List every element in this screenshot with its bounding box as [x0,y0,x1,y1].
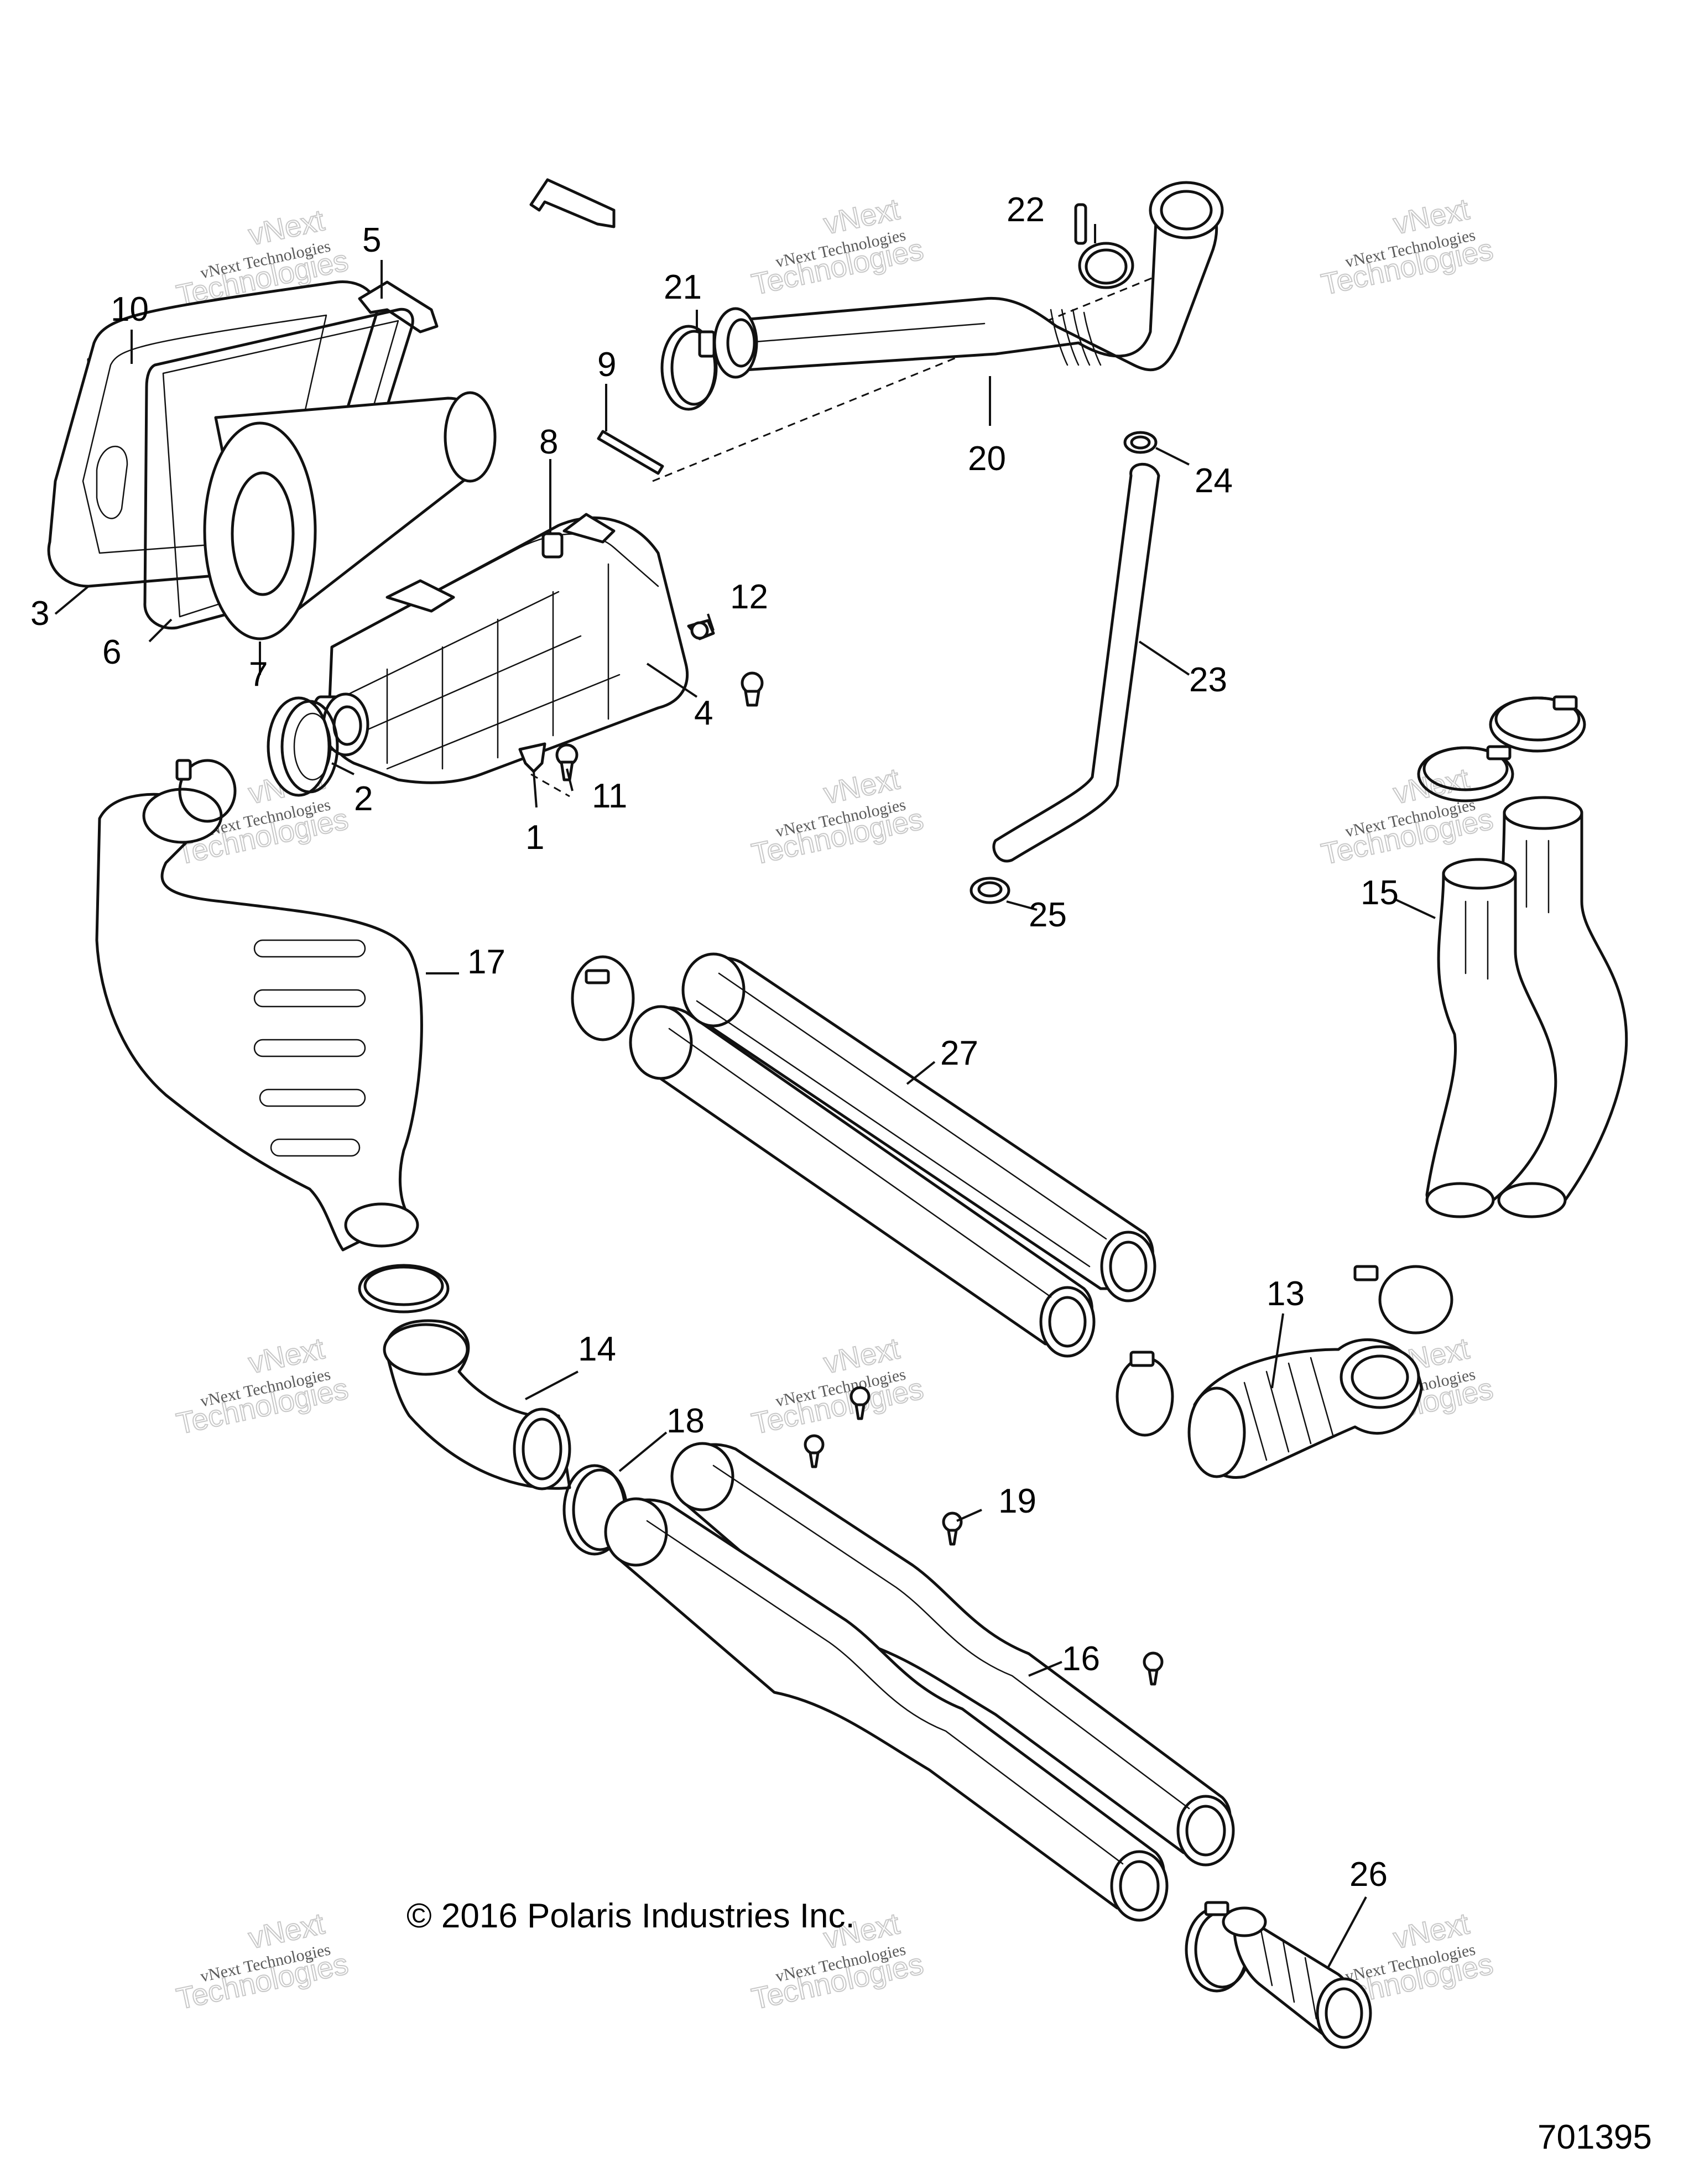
label-part-10: 10 [111,290,149,329]
part-19-screw-a[interactable] [850,1386,871,1420]
label-part-12: 12 [730,578,768,616]
label-part-2: 2 [354,780,373,818]
bracket-top[interactable] [529,178,616,228]
part-19-screw-b[interactable] [804,1434,825,1468]
part-1-fastener[interactable] [518,742,546,773]
part-23-hose[interactable] [992,462,1160,863]
label-part-17: 17 [467,943,505,981]
watermark-5: Technologies vNext vNext Technologies [748,762,927,872]
label-part-19: 19 [998,1482,1036,1520]
label-part-16: 16 [1062,1640,1100,1678]
part-13-bellows[interactable] [1187,1338,1423,1479]
clamp-bellows-13-right[interactable] [1353,1265,1453,1335]
part-12-grommet[interactable] [741,671,764,707]
watermark-8: Technologies vNext vNext Technologies [748,1331,927,1441]
part-11-fastener[interactable] [555,743,579,781]
label-part-6: 6 [102,633,121,671]
label-part-7: 7 [249,655,268,694]
label-part-3: 3 [30,595,49,633]
part-22-clamp[interactable] [1074,203,1134,289]
part-27-twin-tube[interactable] [629,952,1156,1358]
part-14-elbow[interactable] [383,1319,571,1490]
watermark-3: Technologies vNext vNext Technologies [1318,192,1497,302]
label-part-23: 23 [1189,661,1227,699]
part-21-clamp[interactable] [660,325,718,411]
label-part-24: 24 [1195,462,1233,500]
label-part-27: 27 [940,1034,978,1072]
label-part-1: 1 [525,819,544,857]
label-part-21: 21 [664,268,702,306]
leader-lines [54,224,1436,1969]
label-part-15: 15 [1361,874,1399,912]
part-12-screw[interactable] [687,619,715,640]
drawing-number: 701395 [1538,2118,1652,2156]
part-5-bracket[interactable] [358,280,439,333]
part-17-duct[interactable] [95,788,423,1252]
clamp-tube-27-right[interactable] [1116,1351,1174,1437]
alignment-line-fasteners [530,773,570,798]
watermark-10: Technologies vNext vNext Technologies [173,1906,352,2016]
label-part-8: 8 [539,423,558,461]
part-19-screw-d[interactable] [1143,1651,1164,1686]
part-19-screw-c[interactable] [942,1511,963,1546]
clamp-duct-17-top[interactable] [175,759,237,823]
part-9-pin[interactable] [597,430,664,475]
label-part-13: 13 [1267,1275,1305,1313]
label-part-5: 5 [362,221,381,259]
label-part-14: 14 [578,1330,616,1368]
label-part-22: 22 [1007,191,1045,229]
clamp-part-15-lower[interactable] [1417,745,1514,802]
label-part-25: 25 [1029,896,1067,934]
part-24-clamp[interactable] [1123,431,1158,454]
part-8-clip[interactable] [541,532,564,559]
watermark-7: Technologies vNext vNext Technologies [173,1331,352,1441]
part-20-intake-duct[interactable] [713,181,1224,379]
clamp-tube-27-left[interactable] [571,955,635,1041]
label-part-4: 4 [694,694,713,732]
part-25-clamp[interactable] [970,877,1010,904]
watermark-2: Technologies vNext vNext Technologies [748,192,927,302]
watermark-6: Technologies vNext vNext Technologies [1318,762,1497,872]
label-part-20: 20 [968,440,1006,478]
label-part-26: 26 [1349,1855,1388,1894]
label-part-18: 18 [666,1402,705,1440]
part-16-twin-tube[interactable] [604,1442,1235,1922]
label-part-11: 11 [592,777,627,815]
part-15-twin-duct[interactable] [1425,796,1628,1218]
part-2-clamp[interactable] [267,696,339,797]
part-26-coupler[interactable] [1222,1906,1372,2049]
alignment-line-airbox-to-duct [652,275,1156,482]
part-7-air-filter[interactable] [203,391,497,640]
clamp-elbow-14-top[interactable] [358,1264,450,1313]
clamp-part-15-upper[interactable] [1489,695,1586,753]
part-labels: 10 5 22 21 9 8 20 24 3 6 7 12 4 23 2 11 … [30,191,1399,1894]
copyright-text: © 2016 Polaris Industries Inc. [406,1897,855,1935]
clamp-part-26[interactable] [1185,1901,1250,1993]
label-part-9: 9 [597,346,616,384]
